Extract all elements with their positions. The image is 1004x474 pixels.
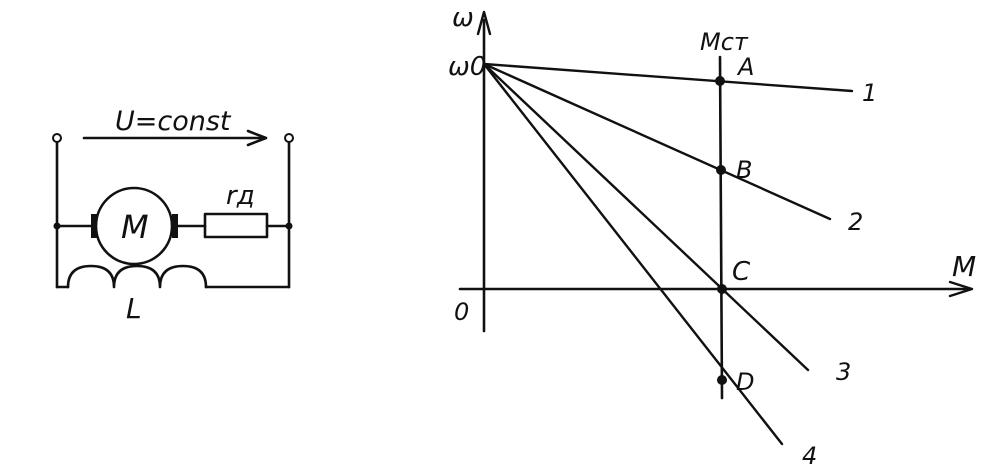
point-d-label: D: [736, 368, 754, 396]
voltage-label: U=const: [115, 106, 232, 137]
motor-label: M: [121, 208, 149, 246]
characteristic-line-2: [482, 62, 832, 221]
motor-symbol: [91, 186, 178, 266]
curve-4-label: 4: [802, 442, 817, 470]
characteristic-line-1: [482, 62, 854, 93]
torque-axis: [458, 280, 974, 298]
characteristic-line-3: [482, 62, 810, 372]
circuit-diagram: U=const M rд: [52, 106, 294, 325]
omega-axis-label: ω: [452, 3, 474, 33]
resistor-label: rд: [226, 181, 255, 211]
voltage-arrow: [82, 129, 268, 147]
left-terminal: [52, 133, 62, 143]
point-a-label: A: [736, 53, 754, 81]
resistor-symbol: [203, 212, 269, 239]
omega-axis: [476, 10, 492, 333]
point-c: [717, 284, 727, 294]
curve-3-label: 3: [836, 358, 851, 386]
origin-label: 0: [454, 298, 469, 326]
point-c-label: C: [732, 257, 751, 287]
load-torque-label: Mст: [700, 28, 749, 56]
characteristic-line-4: [482, 62, 784, 446]
characteristic-graph: ω ω0 0 M Mст A B C D 1 2 3 4: [448, 3, 976, 470]
curve-2-label: 2: [848, 208, 863, 236]
load-torque-line: [718, 55, 724, 400]
omega0-label: ω0: [448, 52, 486, 82]
inductor-label: L: [126, 292, 142, 325]
point-a: [715, 76, 725, 86]
torque-axis-label: M: [952, 250, 976, 283]
right-junction: [285, 222, 293, 230]
left-junction: [53, 222, 61, 230]
inductor-symbol: [55, 264, 291, 289]
curve-1-label: 1: [862, 79, 877, 107]
point-b-label: B: [736, 156, 752, 184]
right-terminal: [284, 133, 294, 143]
point-d: [717, 375, 727, 385]
point-b: [716, 165, 726, 175]
